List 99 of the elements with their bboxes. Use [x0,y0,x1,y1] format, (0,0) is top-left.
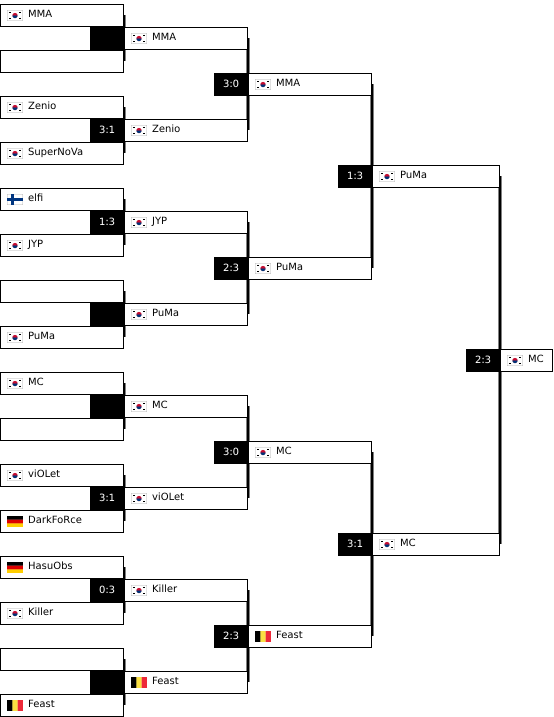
player-name: Zenio [152,124,180,135]
player-name: JYP [28,239,44,250]
player-slot [0,602,124,625]
player-name: PuMa [276,262,303,273]
match-score: 3:0 [214,73,248,96]
player-slot [248,257,372,280]
bracket-line [370,84,374,165]
player-name: viOLet [152,492,184,503]
bracket-line [122,107,126,119]
bracket-line [122,694,126,705]
player-name: PuMa [28,331,55,342]
bracket-line [122,291,126,303]
bracket-line [498,372,502,544]
bracket-line [498,176,502,349]
bracket-line [122,475,126,487]
player-name: Feast [28,699,55,710]
player-name: MMA [28,9,52,20]
player-slot [124,119,248,142]
player-slot [0,418,124,441]
player-name: MC [400,538,416,549]
player-slot [0,326,124,349]
bracket-line [122,15,126,27]
bracket-line [122,50,126,61]
player-name: Killer [152,584,178,595]
player-slot [0,4,124,27]
player-name: Killer [28,607,54,618]
player-name: elfi [28,193,44,204]
player-slot [0,510,124,533]
match-score: 0:3 [90,579,124,602]
player-name: SuperNoVa [28,147,84,158]
player-slot [0,556,124,579]
player-slot [124,579,248,602]
player-slot [124,671,248,694]
player-name: MC [152,400,168,411]
bracket-line [122,326,126,337]
player-name: viOLet [28,469,60,480]
match-score: 2:3 [214,257,248,280]
bracket-line [370,452,374,533]
bracket-line [246,222,250,257]
match-score: 3:0 [214,441,248,464]
bracket-line [122,383,126,395]
bracket-line [122,510,126,521]
bracket-line [122,659,126,671]
player-name: PuMa [152,308,179,319]
player-slot [0,648,124,671]
player-slot [124,395,248,418]
player-slot [248,73,372,96]
player-slot [124,27,248,50]
match-score: 3:1 [90,487,124,510]
player-name: PuMa [400,170,427,181]
bracket-line [246,96,250,130]
player-name: MMA [152,32,176,43]
player-name: Zenio [28,101,56,112]
player-slot [0,142,124,165]
player-name: MC [28,377,44,388]
bracket-line [246,590,250,625]
bracket-line [122,418,126,429]
bracket-line [122,567,126,579]
bracket-line [122,234,126,245]
player-name: Feast [276,630,303,641]
player-name: DarkFoRce [28,515,82,526]
player-slot [0,50,124,73]
match-score: 2:3 [466,349,500,372]
bracket-line [246,464,250,498]
bracket-line [246,406,250,441]
player-name: JYP [152,216,168,227]
bracket-line [122,142,126,153]
player-slot [0,96,124,119]
bracket-line [122,602,126,613]
bracket-line [246,648,250,682]
player-slot [124,211,248,234]
player-slot [124,303,248,326]
bracket-line [246,38,250,73]
player-slot [248,625,372,648]
bracket-line [370,188,374,268]
bracket-line [246,280,250,314]
player-slot [372,533,500,556]
player-name: MC [276,446,292,457]
player-slot [0,280,124,303]
player-name: Feast [152,676,179,687]
player-slot [248,441,372,464]
match-score: 3:1 [338,533,372,556]
player-slot [0,464,124,487]
match-score: 1:3 [90,211,124,234]
bracket-line [370,556,374,636]
player-slot [372,165,500,188]
player-name: MC [528,354,544,365]
player-name: MMA [276,78,300,89]
player-name: HasuObs [28,561,73,572]
player-slot [0,234,124,257]
match-score: 3:1 [90,119,124,142]
player-slot [124,487,248,510]
player-slot [0,188,124,211]
bracket-line [122,199,126,211]
match-score: 1:3 [338,165,372,188]
player-slot [0,694,124,717]
player-slot [0,372,124,395]
player-slot [500,349,553,372]
match-score: 2:3 [214,625,248,648]
